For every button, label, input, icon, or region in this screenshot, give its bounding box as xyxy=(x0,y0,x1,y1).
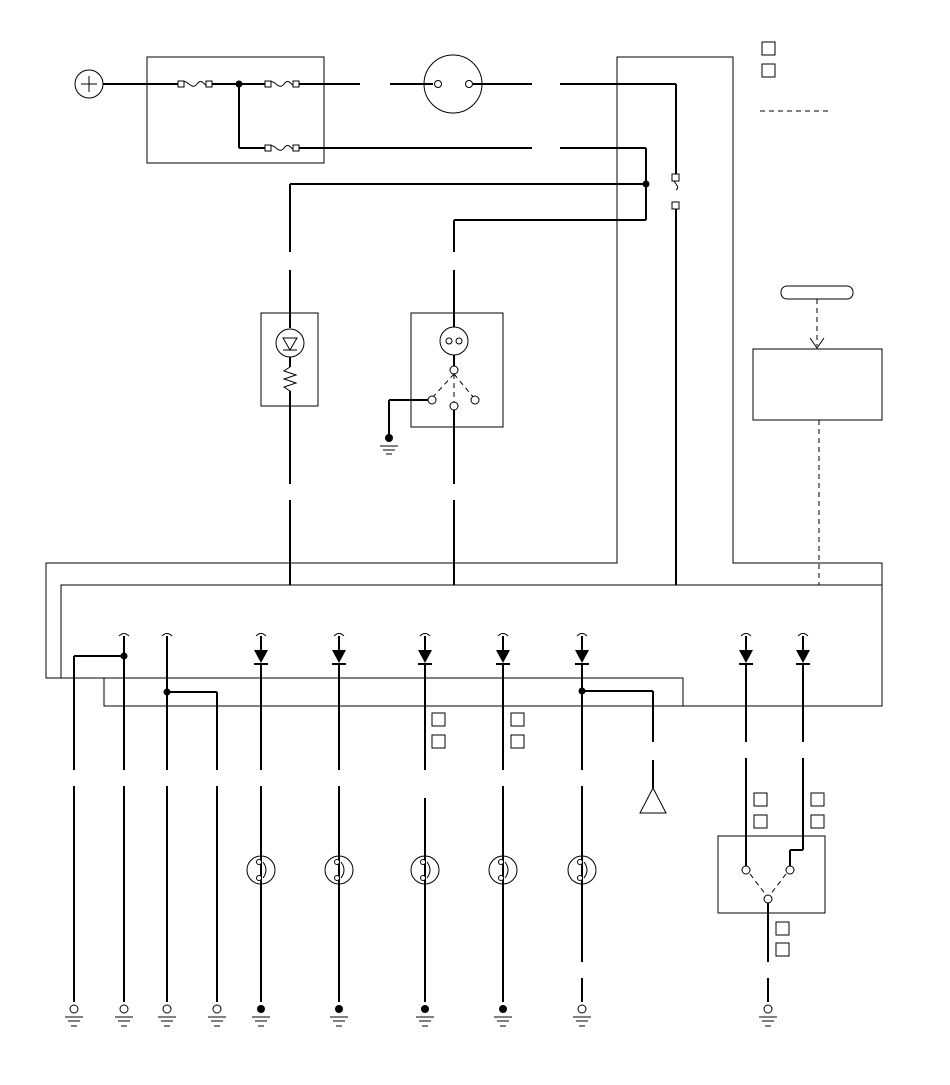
inline-fuse-icon xyxy=(671,173,680,210)
ground-icon xyxy=(65,1004,83,1027)
indicator-lamp-module xyxy=(260,270,319,585)
legend xyxy=(760,41,832,112)
bulb-icon xyxy=(324,855,354,885)
wire-label-box xyxy=(810,814,825,829)
ignition-switch xyxy=(390,54,532,114)
ground-icon xyxy=(208,1004,226,1027)
wire-label-box xyxy=(775,921,790,936)
wire-label-box xyxy=(431,712,446,727)
diode-channel xyxy=(332,633,346,770)
bulb-icon xyxy=(567,855,597,885)
battery-positive-terminal xyxy=(74,69,147,99)
ground-icon xyxy=(330,1005,348,1027)
bulb-icon xyxy=(246,855,276,885)
ground-icon xyxy=(380,434,398,455)
diode-channel xyxy=(418,633,446,770)
diode-channel xyxy=(254,633,268,770)
selector-switch xyxy=(717,758,826,1002)
ground-icon xyxy=(573,1004,591,1027)
lower-circuits xyxy=(73,786,597,1002)
ground-icon xyxy=(759,1004,777,1027)
wire-label-box xyxy=(753,814,768,829)
ground-icon xyxy=(115,1004,133,1027)
fuse-icon xyxy=(264,80,300,88)
switch-module xyxy=(380,270,504,585)
harness-upper xyxy=(45,56,883,707)
bulb-icon xyxy=(410,855,440,885)
ground-icon xyxy=(252,1005,270,1027)
wire-label-box xyxy=(431,734,446,749)
ground-icon xyxy=(416,1005,434,1027)
fuse-relay-box xyxy=(146,56,532,164)
sensor-unit xyxy=(752,285,883,585)
wire-label-box xyxy=(810,792,825,807)
control-unit xyxy=(73,633,810,770)
wire-label-box xyxy=(753,792,768,807)
grounds xyxy=(65,1004,777,1027)
wire-label-box xyxy=(510,734,525,749)
bulb-icon xyxy=(488,855,518,885)
fuse-icon xyxy=(177,80,213,88)
diode-channel xyxy=(496,633,525,770)
diode-channel xyxy=(739,633,753,742)
ground-icon xyxy=(158,1004,176,1027)
legend-label-box xyxy=(761,63,776,78)
diode-channel xyxy=(796,633,810,742)
fuse-icon xyxy=(264,144,300,152)
legend-label-box xyxy=(761,41,776,56)
diode-channel xyxy=(575,633,654,770)
wire-label-box xyxy=(775,942,790,957)
ground-icon xyxy=(494,1005,512,1027)
antenna-triangle-icon xyxy=(639,760,667,814)
wire-label-box xyxy=(510,712,525,727)
